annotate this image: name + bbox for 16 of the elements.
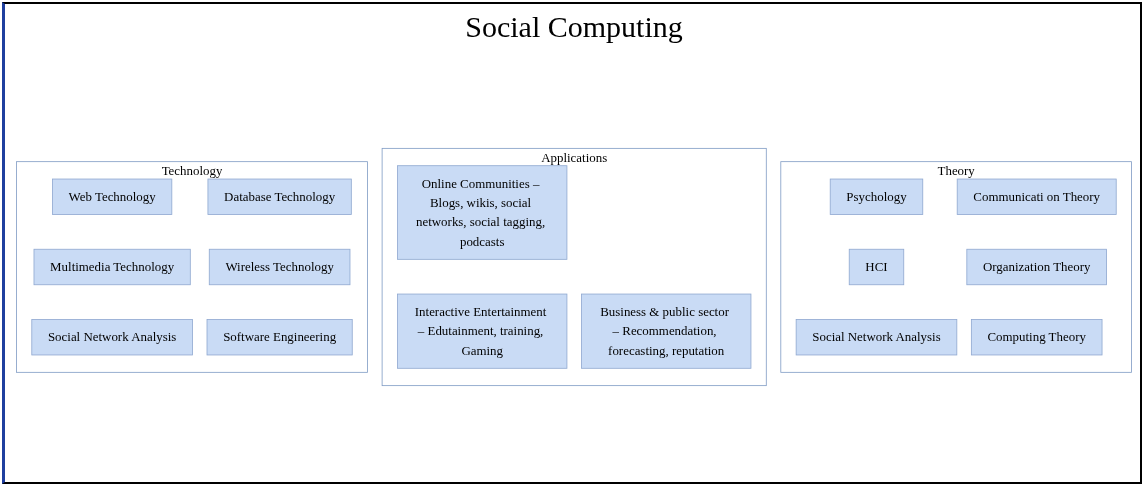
node-box: Interactive Entertainment – Edutainment, training, Gaming <box>397 293 568 369</box>
node-box: Business & public sector – Recommendation, forecasting, reputation <box>581 293 752 369</box>
node-box: Organization Theory <box>966 248 1107 286</box>
node-box: HCI <box>848 248 905 286</box>
node-box: Database Technology <box>207 178 352 215</box>
node-box: Psychology <box>829 178 924 215</box>
node-box: Online Communities – Blogs, wikis, social networks, social tagging, podcasts <box>397 165 568 260</box>
node-box: Multimedia Technology <box>33 248 191 286</box>
node-box: Wireless Technology <box>208 248 351 286</box>
node-box: Communicati on Theory <box>956 178 1117 215</box>
node-box: Social Network Analysis <box>31 319 193 356</box>
node-box: Social Network Analysis <box>795 319 958 356</box>
diagram-title: Social Computing <box>465 10 683 44</box>
node-box: Web Technology <box>52 178 173 215</box>
node-box: Computing Theory <box>970 319 1103 356</box>
node-box: Software Engineering <box>206 319 353 356</box>
